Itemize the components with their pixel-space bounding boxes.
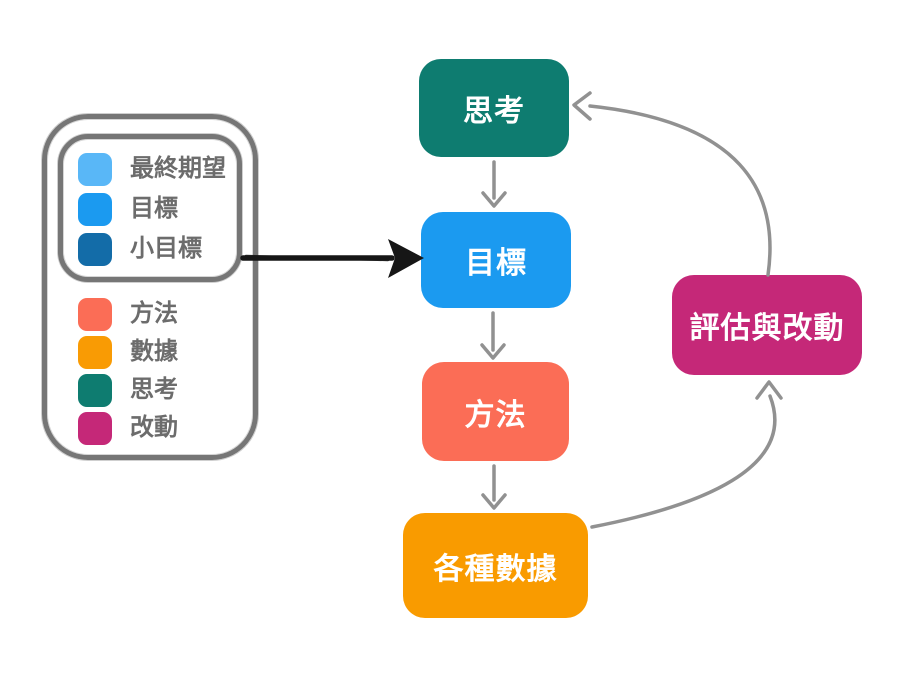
flow-node-goal-label: 目標 <box>465 247 527 280</box>
arrow-goal-to-method-icon <box>480 311 506 360</box>
legend-label-small-goal: 小目標 <box>130 235 202 262</box>
swatch-orange <box>78 335 112 369</box>
legend-row-goal: 目標 <box>78 192 178 226</box>
flow-node-goal: 目標 <box>421 212 571 308</box>
swatch-dark-blue <box>78 232 112 266</box>
legend-label-goal: 目標 <box>130 195 178 222</box>
swatch-blue <box>78 192 112 226</box>
legend-label-final-hope: 最終期望 <box>130 155 226 182</box>
flow-node-think-label: 思考 <box>463 95 525 128</box>
legend-row-data: 數據 <box>78 335 178 369</box>
flow-node-data: 各種數據 <box>403 513 588 618</box>
swatch-light-blue <box>78 152 112 186</box>
arrow-data-to-evaluate-icon <box>590 380 783 529</box>
flow-node-evaluate-label: 評估與改動 <box>689 312 845 345</box>
legend-row-final-hope: 最終期望 <box>78 152 226 186</box>
legend-label-change: 改動 <box>130 414 178 441</box>
flow-node-method-label: 方法 <box>464 398 527 432</box>
arrow-method-to-data-icon <box>481 464 507 510</box>
flow-node-think: 思考 <box>419 59 569 157</box>
arrow-legend-to-goal-icon <box>240 239 424 278</box>
flow-node-data-label: 各種數據 <box>433 552 558 586</box>
swatch-teal <box>78 373 112 407</box>
arrow-think-to-goal-icon <box>481 160 507 208</box>
legend-row-think: 思考 <box>78 373 178 407</box>
swatch-magenta <box>78 411 112 445</box>
legend-row-method: 方法 <box>78 297 178 331</box>
legend-row-small-goal: 小目標 <box>78 232 202 266</box>
legend-label-think: 思考 <box>130 376 178 403</box>
legend-row-change: 改動 <box>78 411 178 445</box>
arrow-evaluate-to-think-icon <box>572 91 772 277</box>
legend-outer-frame <box>42 114 258 460</box>
flow-node-method: 方法 <box>422 362 569 461</box>
legend-label-data: 數據 <box>130 338 178 365</box>
swatch-salmon <box>78 297 112 331</box>
legend-label-method: 方法 <box>130 300 178 327</box>
flow-node-evaluate: 評估與改動 <box>672 275 862 375</box>
